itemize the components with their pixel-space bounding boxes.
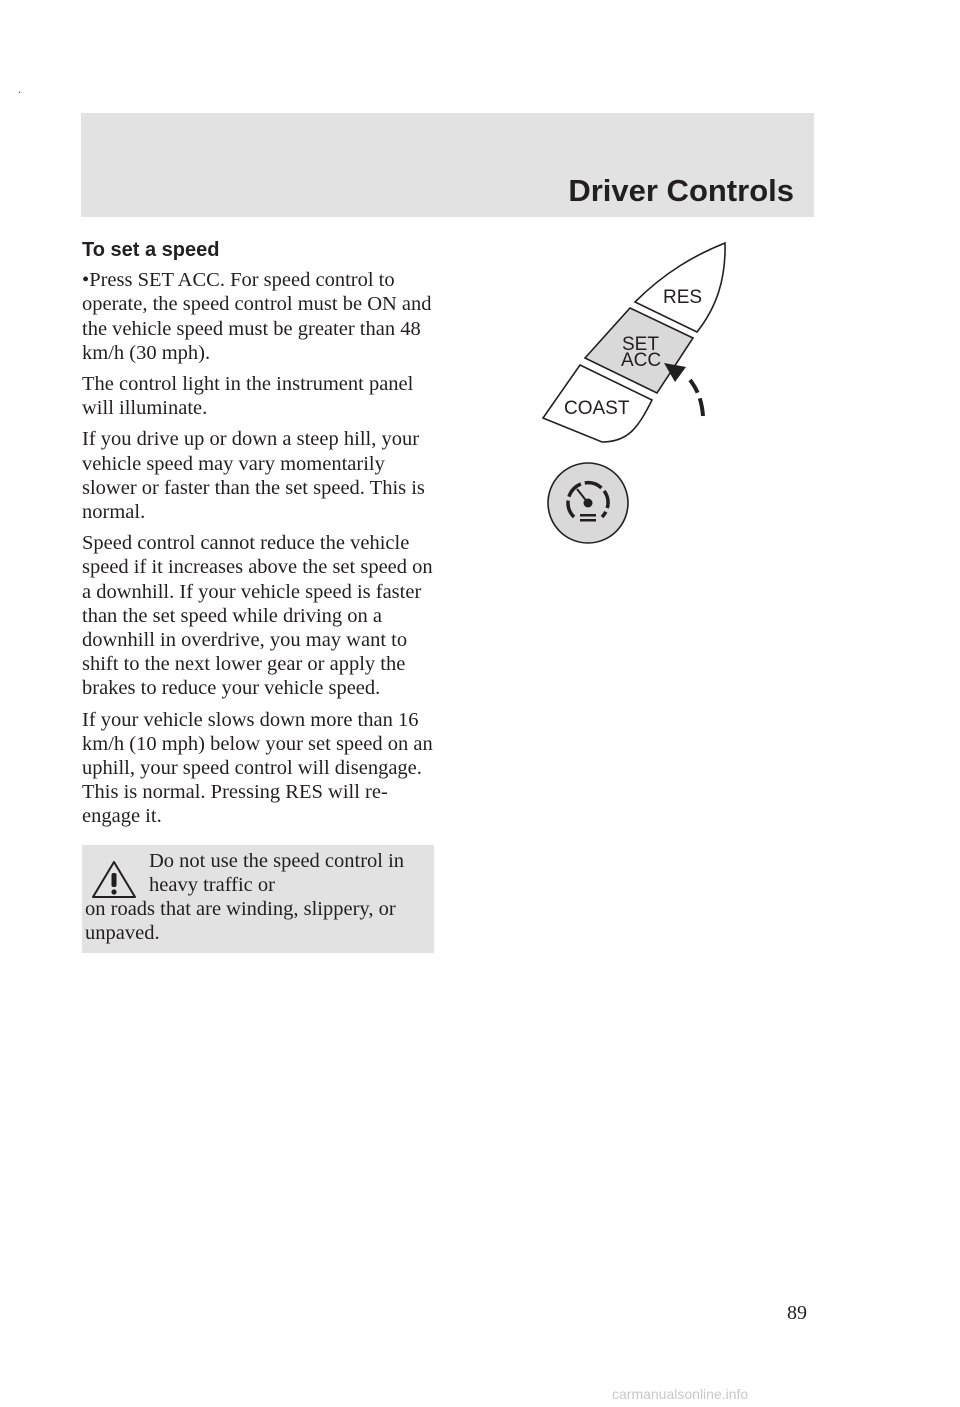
paragraph: Speed control cannot reduce the vehicle … bbox=[82, 532, 433, 700]
page-title: Driver Controls bbox=[568, 173, 794, 208]
paragraph: If your vehicle slows down more than 16 … bbox=[82, 708, 433, 828]
coast-button bbox=[541, 363, 654, 443]
paragraph-bullet: •Press SET ACC. For speed control to ope… bbox=[82, 268, 438, 365]
section-heading: To set a speed bbox=[82, 239, 220, 261]
bullet-text: Press SET ACC. For speed control to oper… bbox=[82, 269, 432, 364]
press-arrow-icon bbox=[664, 363, 705, 417]
warning-text-1: Do not use the speed control in heavy tr… bbox=[149, 849, 405, 896]
speed-control-icon bbox=[547, 462, 629, 544]
speed-control-diagram: RES SET ACC COAST bbox=[541, 241, 726, 544]
page-number: 89 bbox=[787, 1302, 807, 1324]
page-mark: · bbox=[18, 88, 22, 99]
set-acc-button bbox=[583, 307, 695, 395]
set-label: SET bbox=[622, 334, 659, 355]
res-label: RES bbox=[663, 287, 702, 308]
bullet-icon: • bbox=[82, 269, 90, 292]
coast-label: COAST bbox=[564, 398, 630, 419]
paragraph: If you drive up or down a steep hill, yo… bbox=[82, 428, 425, 524]
body-text: To set a speed •Press SET ACC. For speed… bbox=[82, 238, 438, 954]
paragraph: The control light in the instrument pane… bbox=[82, 373, 414, 420]
warning-text-2: on roads that are winding, slippery, or … bbox=[85, 898, 396, 945]
acc-label: ACC bbox=[621, 350, 661, 371]
watermark: carmanualsonline.info bbox=[612, 1386, 749, 1402]
warning-triangle-icon bbox=[92, 860, 136, 898]
section-header: Driver Controls bbox=[81, 113, 814, 217]
res-button bbox=[633, 241, 726, 333]
warning-box: Do not use the speed control in heavy tr… bbox=[82, 844, 434, 954]
